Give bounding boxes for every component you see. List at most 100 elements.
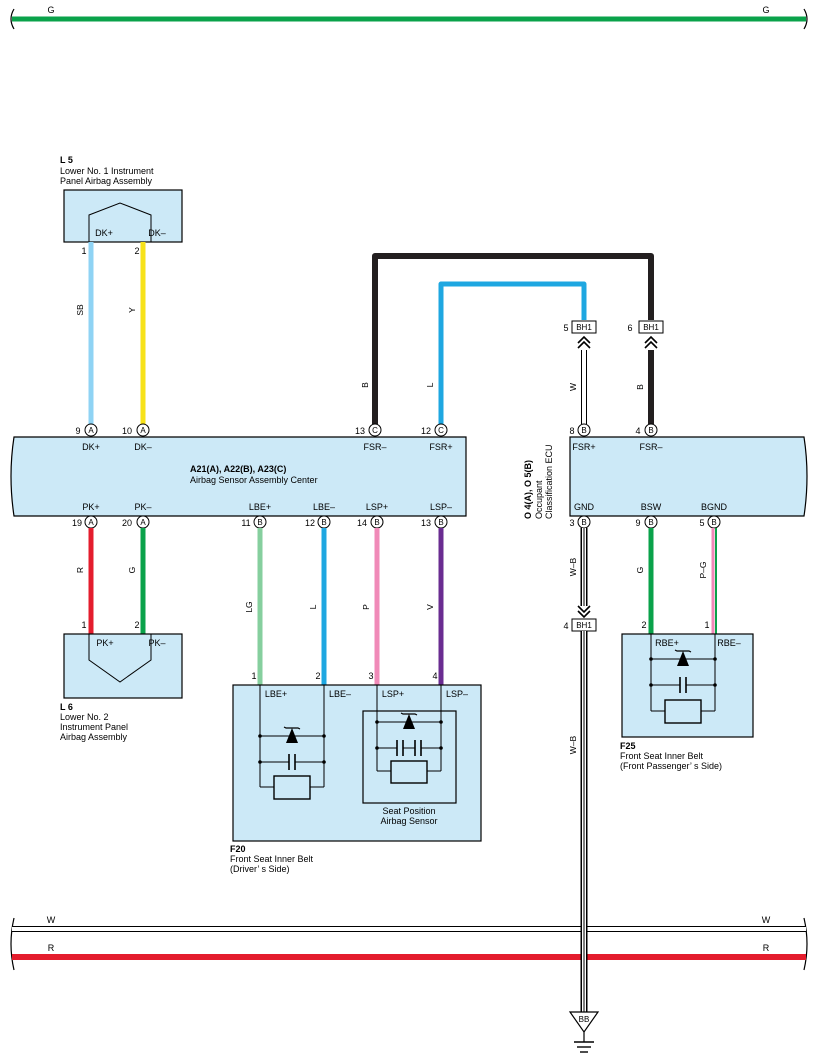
center-pin-num: 12 xyxy=(421,426,431,436)
bus-w-label-left: W xyxy=(47,915,56,925)
sensor-label-line2: Airbag Sensor xyxy=(380,816,437,826)
ecu-pin-term: GND xyxy=(574,502,595,512)
center-pin-11-lbe-plus: LBE+ 11 B xyxy=(241,502,271,529)
wire-pk-minus: G xyxy=(127,528,146,634)
wire-lsp-minus: V xyxy=(425,528,444,685)
ecu-pin-num: 8 xyxy=(569,426,574,436)
ground-label: BB xyxy=(579,1015,590,1024)
wire-fsr-minus: B xyxy=(360,253,654,424)
l6-name-line2: Instrument Panel xyxy=(60,722,128,732)
l6-name-line1: Lower No. 2 xyxy=(60,712,109,722)
wire-dk-minus-label: Y xyxy=(127,307,137,313)
f25-term: RBE– xyxy=(717,638,741,648)
wire-lbe-minus: L xyxy=(308,528,327,685)
bus-w-bottom: W W xyxy=(10,915,808,971)
l5-instrument-panel-airbag: L 5 Lower No. 1 Instrument Panel Airbag … xyxy=(60,155,183,256)
ecu-pin-8-fsr-plus: 8 B FSR+ xyxy=(569,423,596,452)
bh1-connector-pin6: 6 BH1 xyxy=(627,320,664,349)
bh1-connector-pin4: 4 BH1 xyxy=(563,618,597,632)
center-pin-term: PK+ xyxy=(82,502,99,512)
ecu-pin-term: BGND xyxy=(701,502,728,512)
f20-pin: 4 xyxy=(432,671,437,681)
f25-resistor-icon xyxy=(664,699,702,724)
wire-lsp-plus-label: P xyxy=(361,604,371,610)
bh1-pin5-num: 5 xyxy=(563,323,568,333)
l6-term-pk-plus: PK+ xyxy=(96,638,113,648)
ecu-pin-conn: B xyxy=(648,518,653,527)
wire-lsp-minus-label: V xyxy=(425,604,435,610)
l5-name-line2: Panel Airbag Assembly xyxy=(60,176,153,186)
f25-term: RBE+ xyxy=(655,638,679,648)
center-pin-conn: A xyxy=(88,518,94,527)
airbag-sensor-center: A21(A), A22(B), A23(C) Airbag Sensor Ass… xyxy=(10,436,467,517)
center-pin-conn: A xyxy=(88,426,94,435)
bh1-pin4-num: 4 xyxy=(563,621,568,631)
center-pin-term: FSR– xyxy=(363,442,386,452)
bh1-label-b: BH1 xyxy=(643,323,659,332)
f25-diode-icon xyxy=(677,651,689,666)
ecu-pin-num: 5 xyxy=(699,518,704,528)
f20-pin: 3 xyxy=(368,671,373,681)
center-pin-13-lsp-minus: LSP– 13 B xyxy=(421,502,452,529)
wire-bgnd-label: P–G xyxy=(698,561,708,578)
center-pin-term: DK+ xyxy=(82,442,100,452)
bus-r-bottom: R R xyxy=(12,943,806,960)
wire-gnd-lower: W–B xyxy=(568,631,588,1012)
l6-term-pk-minus: PK– xyxy=(148,638,165,648)
center-pin-term: LSP– xyxy=(430,502,452,512)
wire-pk-minus-label: G xyxy=(127,567,137,574)
l5-pin-2: 2 xyxy=(134,246,139,256)
l6-instrument-panel-airbag: 1 2 PK+ PK– L 6 Lower No. 2 Instrument P… xyxy=(60,620,183,742)
f20-resistor-icon xyxy=(273,775,311,800)
f20-term: LBE– xyxy=(329,689,351,699)
center-pin-num: 20 xyxy=(122,518,132,528)
center-pin-conn: A xyxy=(140,426,146,435)
center-pin-num: 9 xyxy=(75,426,80,436)
center-pin-conn: C xyxy=(438,426,444,435)
l6-pin-2: 2 xyxy=(134,620,139,630)
l5-pin-1: 1 xyxy=(81,246,86,256)
ecu-pin-conn: B xyxy=(711,518,716,527)
center-title-line1: A21(A), A22(B), A23(C) xyxy=(190,464,286,474)
wire-dk-plus-label: SB xyxy=(75,304,85,316)
center-pin-num: 10 xyxy=(122,426,132,436)
center-pin-10-dk-minus: 10 A DK– xyxy=(122,423,152,452)
center-pin-term: DK– xyxy=(134,442,152,452)
wire-gnd-upper-label: W–B xyxy=(568,557,578,576)
l6-name-line3: Airbag Assembly xyxy=(60,732,128,742)
sensor-label-line1: Seat Position xyxy=(382,806,435,816)
ecu-title-line2: Occupant xyxy=(534,480,544,519)
f20-term: LBE+ xyxy=(265,689,287,699)
wire-ecu-fsr-plus: W xyxy=(568,350,587,424)
center-pin-conn: A xyxy=(140,518,146,527)
f25-pin: 1 xyxy=(704,620,709,630)
sensor-resistor-icon xyxy=(390,760,428,784)
wire-gnd-lower-label: W–B xyxy=(568,735,578,754)
f25-pin: 2 xyxy=(641,620,646,630)
wire-lbe-minus-label: L xyxy=(308,604,318,609)
bus-g-label-left: G xyxy=(47,5,54,15)
ecu-pin-conn: B xyxy=(581,518,586,527)
f20-name-line1: Front Seat Inner Belt xyxy=(230,854,314,864)
bh1-connector-pin5: 5 BH1 xyxy=(563,320,597,349)
center-pin-term: LBE+ xyxy=(249,502,271,512)
center-pin-term: LBE– xyxy=(313,502,335,512)
wire-lbe-plus-label: LG xyxy=(244,601,254,612)
sensor-diode-icon xyxy=(403,714,415,729)
bus-w-label-right: W xyxy=(762,915,771,925)
l5-term-dk-plus: DK+ xyxy=(95,228,113,238)
wire-fsr-plus: L xyxy=(425,281,587,424)
wire-ecu-fsr-minus: B xyxy=(635,350,654,424)
bh1-label-a: BH1 xyxy=(576,323,592,332)
center-pin-num: 14 xyxy=(357,518,367,528)
ecu-pin-term: BSW xyxy=(641,502,662,512)
wire-bsw-label: G xyxy=(635,567,645,574)
wire-fsr-minus-label: B xyxy=(360,382,370,388)
center-pin-13-fsr-minus: 13 C FSR– xyxy=(355,423,387,452)
wire-lbe-plus: LG xyxy=(244,528,263,685)
l6-pin-1: 1 xyxy=(81,620,86,630)
ecu-pin-term: FSR+ xyxy=(572,442,595,452)
f20-pin: 2 xyxy=(315,671,320,681)
f20-pin: 1 xyxy=(251,671,256,681)
